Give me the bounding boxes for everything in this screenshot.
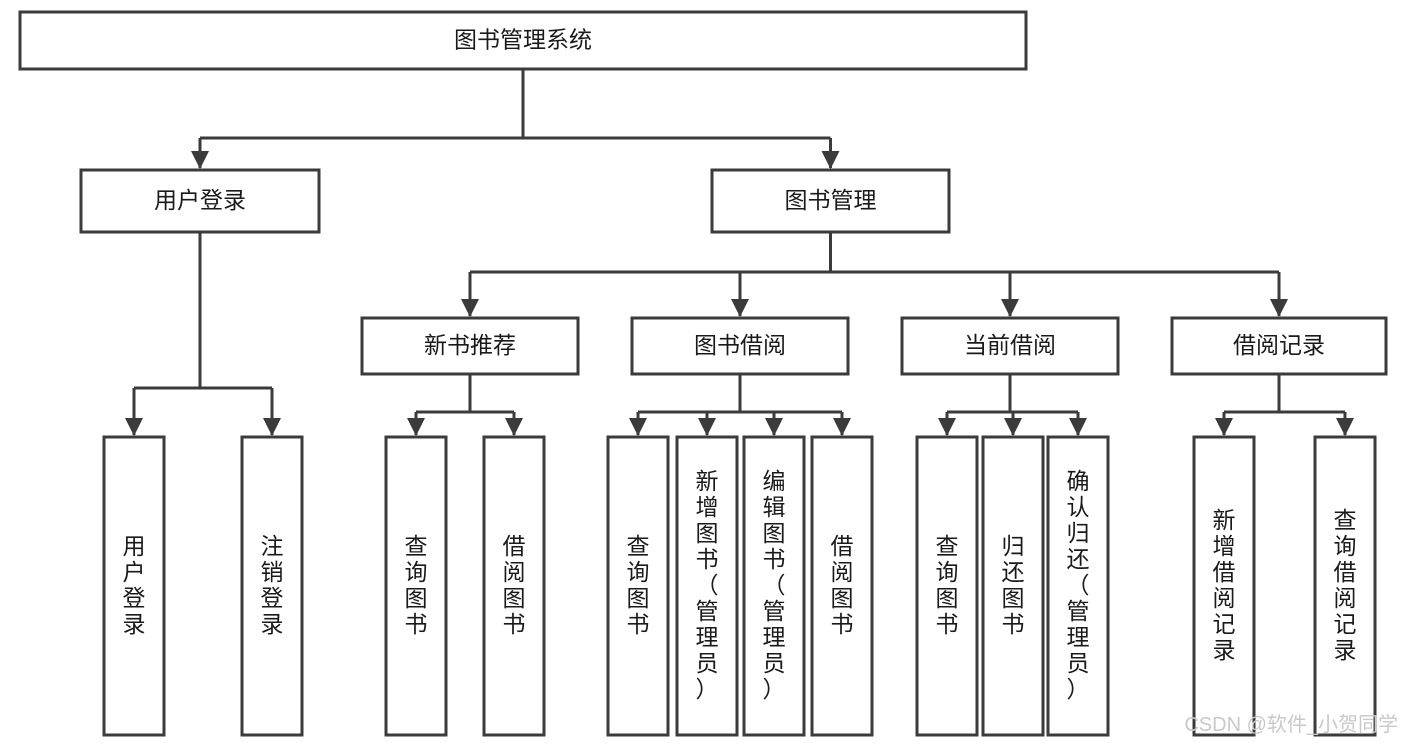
node-box xyxy=(810,435,874,737)
node-label: 新增借阅记录 xyxy=(1213,507,1236,663)
node-box xyxy=(240,435,304,737)
arrow-head-icon xyxy=(125,418,143,436)
node-label: 当前借阅 xyxy=(964,332,1056,358)
arrow-head-icon xyxy=(461,299,479,317)
node-box xyxy=(606,435,670,737)
leaf-node-leaf-return-book[interactable]: 归还图书 xyxy=(981,435,1045,737)
node-label: 归还图书 xyxy=(1002,533,1025,637)
node-label: 图书管理系统 xyxy=(454,27,592,53)
arrow-head-icon xyxy=(1004,418,1022,436)
node-label: 借阅图书 xyxy=(503,533,526,637)
leaf-node-leaf-query-borrow-record[interactable]: 查询借阅记录 xyxy=(1313,435,1377,737)
arrow-head-icon xyxy=(765,418,783,436)
leaf-node-leaf-query-book-1[interactable]: 查询图书 xyxy=(384,435,448,737)
node-box xyxy=(102,435,166,737)
arrow-head-icon xyxy=(731,299,749,317)
arrow-head-icon xyxy=(263,418,281,436)
node-box xyxy=(1170,316,1388,376)
arrow-head-icon xyxy=(629,418,647,436)
node-box xyxy=(675,435,739,737)
arrow-head-icon xyxy=(1069,418,1087,436)
node-label: 图书借阅 xyxy=(694,332,786,358)
level3-node-new-book-recommend[interactable]: 新书推荐 xyxy=(360,316,580,376)
node-box xyxy=(630,316,850,376)
node-box xyxy=(1313,435,1377,737)
node-box xyxy=(1046,435,1110,737)
arrow-head-icon xyxy=(821,151,840,169)
leaf-node-leaf-confirm-return-admin[interactable]: 确认归还（管理员） xyxy=(1046,435,1110,737)
leaf-node-leaf-query-book-3[interactable]: 查询图书 xyxy=(915,435,979,737)
node-box xyxy=(482,435,546,737)
node-box xyxy=(79,168,321,234)
node-label: 新书推荐 xyxy=(424,332,516,358)
node-box xyxy=(384,435,448,737)
arrow-head-icon xyxy=(1001,299,1019,317)
node-label: 借阅记录 xyxy=(1233,332,1325,358)
leaf-node-leaf-edit-book-admin[interactable]: 编辑图书（管理员） xyxy=(742,435,806,737)
node-box xyxy=(360,316,580,376)
arrow-head-icon xyxy=(407,418,425,436)
arrow-head-icon xyxy=(833,418,851,436)
diagram-nodes-group: 图书管理系统用户登录图书管理新书推荐图书借阅当前借阅借阅记录用户登录注销登录查询… xyxy=(18,10,1388,737)
level2-node-user-login[interactable]: 用户登录 xyxy=(79,168,321,234)
node-box xyxy=(915,435,979,737)
node-label: 查询图书 xyxy=(936,533,959,637)
leaf-node-leaf-query-book-2[interactable]: 查询图书 xyxy=(606,435,670,737)
leaf-node-leaf-logout[interactable]: 注销登录 xyxy=(240,435,304,737)
node-box xyxy=(742,435,806,737)
level3-node-book-borrow[interactable]: 图书借阅 xyxy=(630,316,850,376)
node-label: 查询借阅记录 xyxy=(1334,507,1357,663)
arrow-head-icon xyxy=(698,418,716,436)
node-label: 新增图书（管理员） xyxy=(696,468,719,702)
node-label: 图书管理 xyxy=(785,187,877,213)
node-label: 借阅图书 xyxy=(831,533,854,637)
node-label: 查询图书 xyxy=(627,533,650,637)
root-node-undefined[interactable]: 图书管理系统 xyxy=(18,10,1028,71)
arrow-head-icon xyxy=(1215,418,1233,436)
level3-node-borrow-records[interactable]: 借阅记录 xyxy=(1170,316,1388,376)
connector-lines-group xyxy=(125,69,1354,436)
leaf-node-leaf-user-login[interactable]: 用户登录 xyxy=(102,435,166,737)
node-box xyxy=(1192,435,1256,737)
arrow-head-icon xyxy=(191,151,209,169)
node-label: 确认归还（管理员） xyxy=(1067,468,1090,702)
arrow-head-icon xyxy=(1270,299,1288,317)
node-label: 编辑图书（管理员） xyxy=(763,468,786,702)
arrow-head-icon xyxy=(505,418,523,436)
level3-node-current-borrow[interactable]: 当前借阅 xyxy=(900,316,1120,376)
node-label: 用户登录 xyxy=(123,533,146,637)
leaf-node-leaf-add-book-admin[interactable]: 新增图书（管理员） xyxy=(675,435,739,737)
leaf-node-leaf-borrow-book-1[interactable]: 借阅图书 xyxy=(482,435,546,737)
node-label: 用户登录 xyxy=(154,187,246,213)
arrow-head-icon xyxy=(938,418,956,436)
leaf-node-leaf-borrow-book-2[interactable]: 借阅图书 xyxy=(810,435,874,737)
node-box xyxy=(900,316,1120,376)
arrow-head-icon xyxy=(1336,418,1354,436)
leaf-node-leaf-add-borrow-record[interactable]: 新增借阅记录 xyxy=(1192,435,1256,737)
node-label: 查询图书 xyxy=(405,533,428,637)
node-box xyxy=(981,435,1045,737)
node-label: 注销登录 xyxy=(261,533,284,637)
csdn-watermark: CSDN @软件_小贺同学 xyxy=(1184,713,1398,736)
node-box xyxy=(18,10,1028,71)
level2-node-book-manage[interactable]: 图书管理 xyxy=(710,168,951,234)
node-box xyxy=(710,168,951,234)
